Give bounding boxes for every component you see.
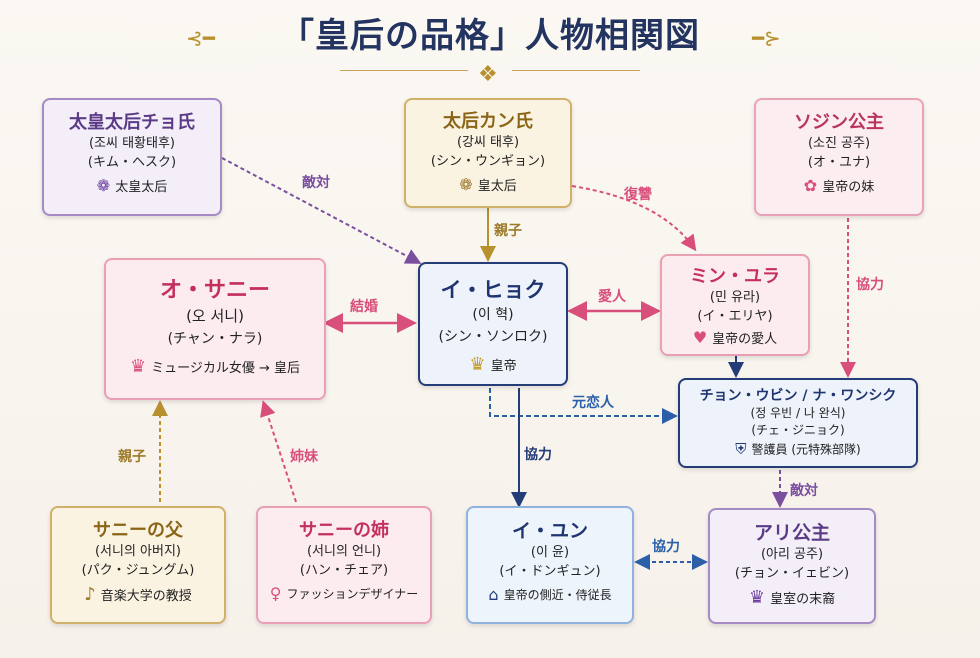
node-actor: (シン・ウンギョン) — [430, 154, 546, 169]
shield-icon: ⛨ — [735, 440, 747, 458]
left-ornament-icon: ⊰━ — [186, 26, 215, 50]
label-revenge: 復讐 — [624, 187, 652, 203]
node-chun-woobin: チョン・ウビン / ナ・ワンシク (정 우빈 / 나 완식) (チェ・ジニョク)… — [678, 378, 918, 468]
node-actor: (オ・ユナ) — [807, 155, 871, 170]
label-marriage: 結婚 — [350, 299, 378, 315]
node-korean-name: (민 유라) — [709, 290, 761, 305]
node-korean-name: (오 서니) — [186, 307, 244, 325]
node-korean-name: (소진 공주) — [807, 136, 871, 151]
node-sunny-sister: サニーの姉 (서니의 언니) (ハン・チェア) ♀ ファッションデザイナー — [256, 506, 432, 624]
node-actor: (イ・ドンギュン) — [499, 564, 601, 579]
node-name: 太后カン氏 — [443, 111, 533, 132]
node-role: ファッションデザイナー — [286, 587, 419, 601]
node-name: イ・ヒョク — [440, 277, 546, 302]
crown-icon: ♛ — [129, 356, 147, 377]
node-actor: (イ・エリヤ) — [697, 309, 773, 324]
node-lee-hyuk: イ・ヒョク (이 혁) (シン・ソンロク) ♛ 皇帝 — [418, 262, 568, 386]
node-name: サニーの父 — [93, 520, 183, 541]
node-actor: (キム・ヘスク) — [87, 155, 177, 170]
node-name: ミン・ユラ — [690, 266, 780, 287]
crown-icon: ♛ — [469, 354, 486, 375]
node-role: 警護員 (元特殊部隊) — [751, 442, 861, 457]
label-enemy-2: 敵対 — [790, 483, 818, 499]
node-actor: (チョン・イェビン) — [734, 566, 850, 581]
node-role: 太皇太后 — [115, 180, 168, 195]
node-name: サニーの姉 — [299, 520, 389, 541]
node-name: アリ公主 — [753, 522, 830, 544]
node-name: イ・ユン — [511, 520, 588, 542]
heart-icon: ♥ — [692, 328, 708, 347]
node-lee-yun: イ・ユン (이 윤) (イ・ドンギュン) ⌂ 皇帝の側近・侍従長 — [466, 506, 634, 624]
edge-revenge — [571, 185, 697, 252]
label-parent-1: 親子 — [494, 223, 522, 239]
label-ex-lover: 元恋人 — [572, 395, 614, 411]
node-actor: (ハン・チェア) — [299, 563, 389, 578]
crown-icon: ♛ — [748, 587, 766, 608]
music-note-icon: ♪ — [84, 584, 96, 605]
node-grand-empress-dowager: 太皇太后チョ氏 (조씨 태황태후) (キム・ヘスク) ❁ 太皇太后 — [42, 98, 222, 216]
node-min-yura: ミン・ユラ (민 유라) (イ・エリヤ) ♥ 皇帝の愛人 — [660, 254, 810, 356]
node-korean-name: (아리 공주) — [760, 547, 824, 562]
node-korean-name: (정 우빈 / 나 완식) — [750, 406, 846, 420]
crest-icon: ❁ — [96, 176, 111, 195]
dress-icon: ♀ — [269, 584, 282, 603]
crest-icon: ✿ — [803, 176, 818, 195]
node-role: ミュージカル女優 → 皇后 — [151, 361, 301, 376]
page-title: 「皇后の品格」人物相関図 — [280, 16, 700, 56]
node-name: オ・サニー — [159, 277, 270, 303]
node-korean-name: (이 혁) — [472, 307, 514, 323]
right-ornament-icon: ━⊱ — [752, 26, 781, 50]
building-icon: ⌂ — [488, 585, 499, 604]
node-empress-dowager: 太后カン氏 (강씨 태후) (シン・ウンギョン) ❁ 皇太后 — [404, 98, 572, 208]
node-name: 太皇太后チョ氏 — [69, 112, 195, 133]
node-role: 皇帝の妹 — [822, 180, 875, 195]
node-korean-name: (강씨 태후) — [456, 135, 520, 150]
node-korean-name: (서니의 아버지) — [94, 544, 182, 559]
node-actor: (チャン・ナラ) — [167, 331, 263, 347]
edge-enemy-1 — [221, 157, 422, 264]
label-coop-sojin: 協力 — [856, 277, 884, 293]
label-coop-yun: 協力 — [524, 447, 552, 463]
node-actor: (パク・ジュングム) — [81, 563, 195, 578]
node-name: ソジン公主 — [794, 112, 884, 133]
node-korean-name: (이 윤) — [530, 545, 570, 560]
label-lover: 愛人 — [598, 289, 626, 305]
crest-icon: ❁ — [459, 175, 473, 194]
title-divider-right — [512, 70, 640, 71]
label-parent-2: 親子 — [118, 449, 146, 465]
edge-ex-lover — [489, 388, 678, 424]
node-actor: (チェ・ジニョク) — [751, 423, 845, 437]
node-princess-ari: アリ公主 (아리 공주) (チョン・イェビン) ♛ 皇室の末裔 — [708, 508, 876, 624]
node-role: 皇室の末裔 — [770, 592, 836, 607]
node-role: 音楽大学の教授 — [100, 589, 192, 604]
node-sunny-father: サニーの父 (서니의 아버지) (パク・ジュングム) ♪ 音楽大学の教授 — [50, 506, 226, 624]
diamond-ornament-icon: ❖ — [478, 62, 498, 87]
edge-sisters — [260, 400, 297, 503]
title-divider-left — [340, 70, 468, 71]
node-role: 皇帝 — [490, 359, 517, 374]
node-role: 皇太后 — [477, 179, 517, 194]
node-oh-sunny: オ・サニー (오 서니) (チャン・ナラ) ♛ ミュージカル女優 → 皇后 — [104, 258, 326, 400]
node-korean-name: (조씨 태황태후) — [88, 136, 176, 151]
label-sisters: 姉妹 — [290, 449, 318, 465]
node-princess-sojin: ソジン公主 (소진 공주) (オ・ユナ) ✿ 皇帝の妹 — [754, 98, 924, 216]
label-coop-ari: 協力 — [652, 539, 680, 555]
node-korean-name: (서니의 언니) — [306, 544, 382, 559]
node-actor: (シン・ソンロク) — [438, 329, 548, 345]
node-role: 皇帝の側近・侍従長 — [503, 588, 612, 602]
label-enemy-1: 敵対 — [302, 175, 330, 191]
node-role: 皇帝の愛人 — [712, 332, 778, 347]
node-name: チョン・ウビン / ナ・ワンシク — [699, 388, 897, 404]
